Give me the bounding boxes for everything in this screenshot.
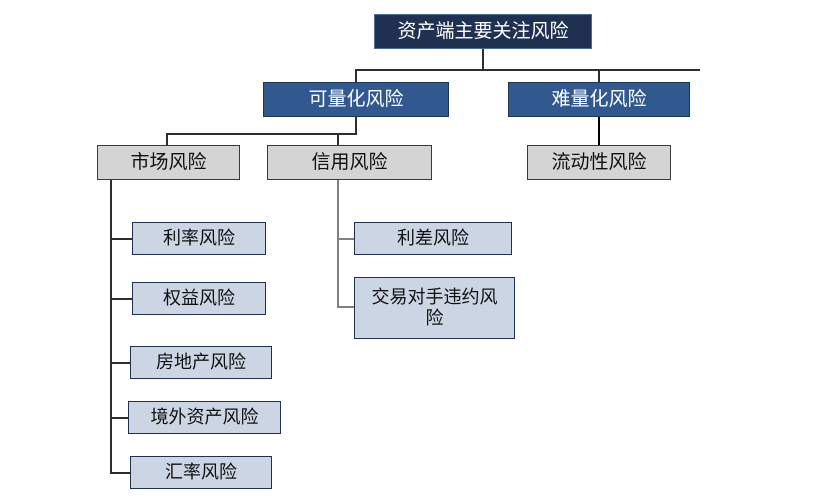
node-real-estate-risk[interactable]: 房地产风险: [130, 346, 272, 379]
connector-market-stub-3: [110, 362, 130, 364]
node-quantifiable[interactable]: 可量化风险: [263, 82, 449, 117]
connector-credit-stub-1: [337, 238, 354, 240]
node-interest-rate-risk[interactable]: 利率风险: [132, 222, 266, 255]
node-hard-to-quantify[interactable]: 难量化风险: [508, 82, 690, 117]
node-root[interactable]: 资产端主要关注风险: [374, 14, 592, 49]
node-overseas-asset-risk[interactable]: 境外资产风险: [128, 401, 281, 434]
connector-to-liquidity-risk: [598, 117, 600, 145]
node-spread-risk[interactable]: 利差风险: [354, 222, 512, 255]
node-counterparty-default-risk[interactable]: 交易对手违约风 险: [354, 277, 515, 339]
connector-quantifiable-bar: [166, 133, 357, 135]
connector-credit-stub-2: [337, 306, 354, 308]
node-liquidity-risk[interactable]: 流动性风险: [527, 145, 671, 180]
connector-root-drop: [482, 49, 484, 71]
connector-to-credit-risk: [337, 133, 339, 145]
connector-credit-trunk: [337, 180, 339, 308]
connector-root-bar: [355, 69, 700, 71]
node-equity-risk[interactable]: 权益风险: [132, 282, 266, 315]
connector-to-quantifiable: [355, 69, 357, 87]
connector-market-stub-1: [110, 238, 132, 240]
connector-market-stub-4: [110, 417, 128, 419]
connector-market-stub-5: [110, 472, 130, 474]
connector-to-market-risk: [166, 133, 168, 145]
connector-market-trunk: [110, 180, 112, 473]
node-exchange-rate-risk[interactable]: 汇率风险: [130, 456, 272, 489]
connector-quantifiable-drop: [355, 117, 357, 134]
node-market-risk[interactable]: 市场风险: [97, 145, 240, 180]
node-credit-risk[interactable]: 信用风险: [267, 145, 432, 180]
connector-market-stub-2: [110, 298, 132, 300]
connector-to-hard-to-quantify: [598, 69, 600, 87]
